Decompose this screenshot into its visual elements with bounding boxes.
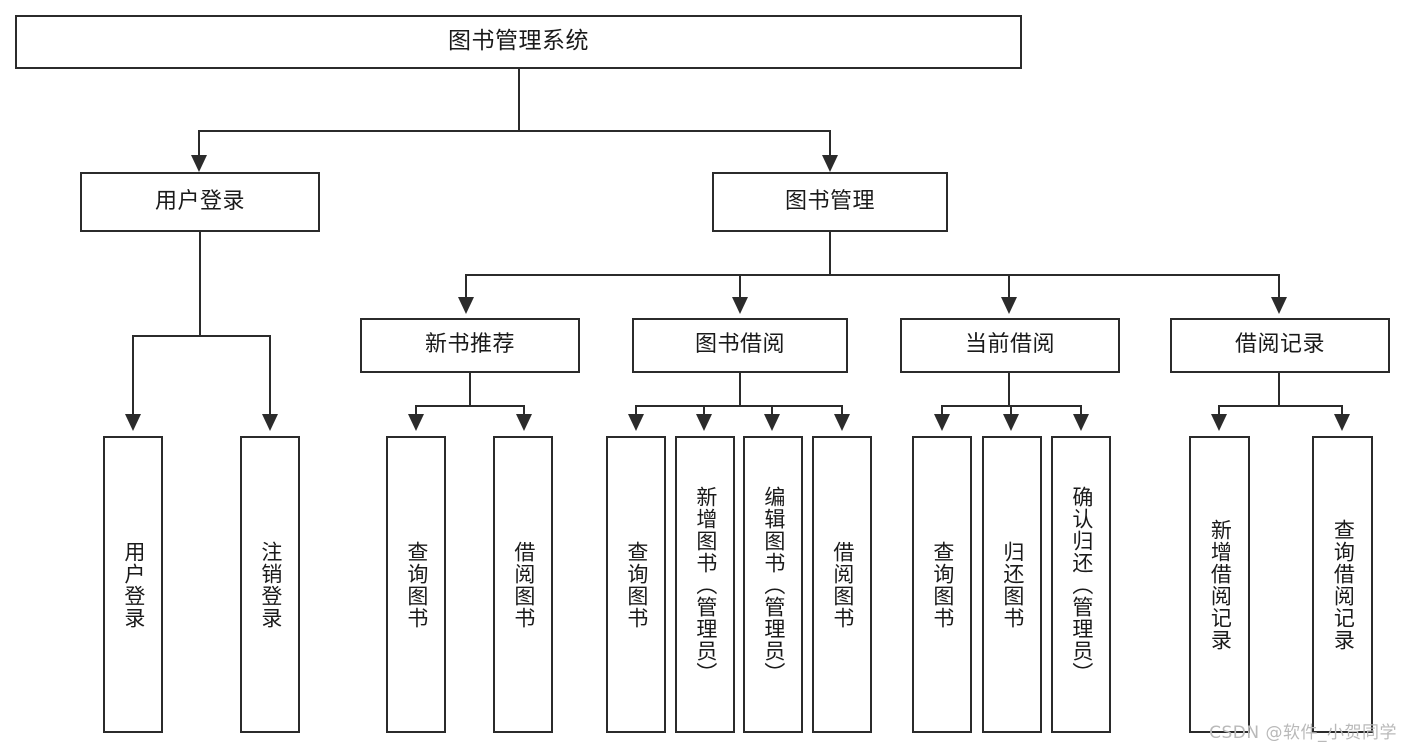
arrowhead-book-borrow-leaf-2 (696, 414, 712, 431)
node-label: 查询借阅记录 (1331, 518, 1356, 651)
node-book-management[interactable]: 图书管理 (712, 172, 948, 232)
arrowhead-book-borrow-leaf-1 (628, 414, 644, 431)
connector-new-book-bus (415, 405, 525, 407)
leaf-new-book-query[interactable]: 查询图书 (386, 436, 446, 733)
arrowhead-borrow-record-leaf-1 (1211, 414, 1227, 431)
connector-root-bus (198, 130, 830, 132)
node-label: 借阅图书 (511, 540, 536, 629)
connector-book-borrow-drop-4 (841, 405, 843, 419)
node-current-borrow[interactable]: 当前借阅 (900, 318, 1120, 373)
arrowhead-level2-borrow-record (1271, 297, 1287, 314)
connector-current-borrow-drop-2 (1010, 405, 1012, 419)
arrowhead-book-borrow-leaf-3 (764, 414, 780, 431)
connector-root-stem (518, 69, 520, 131)
connector-borrow-record-bus (1218, 405, 1343, 407)
connector-user-login-stem (199, 232, 201, 336)
node-label: 借阅记录 (1234, 332, 1325, 358)
leaf-book-borrow-edit[interactable]: 编辑图书（管理员） (743, 436, 803, 733)
arrowhead-user-login-leaf-1 (125, 414, 141, 431)
leaf-borrow-record-add[interactable]: 新增借阅记录 (1189, 436, 1250, 733)
node-label: 图书管理系统 (448, 28, 589, 55)
node-label: 用户登录 (121, 540, 146, 629)
node-root-system[interactable]: 图书管理系统 (15, 15, 1022, 69)
arrowhead-current-borrow-leaf-2 (1003, 414, 1019, 431)
node-label: 借阅图书 (830, 540, 855, 629)
connector-borrow-record-drop-1 (1218, 405, 1220, 419)
connector-root-to-user-login (198, 130, 200, 160)
node-label: 编辑图书（管理员） (761, 485, 786, 684)
leaf-book-borrow-add[interactable]: 新增图书（管理员） (675, 436, 735, 733)
connector-book-borrow-stem (739, 373, 741, 406)
node-label: 新增借阅记录 (1208, 518, 1233, 651)
connector-new-book-stem (469, 373, 471, 406)
connector-user-login-drop-2 (269, 335, 271, 419)
node-label: 新书推荐 (424, 332, 515, 358)
arrowhead-user-login-leaf-2 (262, 414, 278, 431)
node-label: 查询图书 (404, 540, 429, 629)
node-label: 注销登录 (258, 540, 283, 629)
node-label: 图书借阅 (694, 332, 785, 358)
connector-book-manage-stem (829, 232, 831, 275)
arrowhead-level2-new-book (458, 297, 474, 314)
arrowhead-book-borrow-leaf-4 (834, 414, 850, 431)
leaf-book-borrow-query[interactable]: 查询图书 (606, 436, 666, 733)
connector-new-book-drop-1 (415, 405, 417, 419)
connector-borrow-record-drop-2 (1341, 405, 1343, 419)
leaf-current-borrow-confirm-return[interactable]: 确认归还（管理员） (1051, 436, 1111, 733)
connector-borrow-record-stem (1278, 373, 1280, 406)
connector-book-borrow-drop-1 (635, 405, 637, 419)
leaf-borrow-record-query[interactable]: 查询借阅记录 (1312, 436, 1373, 733)
node-user-login[interactable]: 用户登录 (80, 172, 320, 232)
connector-book-borrow-drop-2 (703, 405, 705, 419)
leaf-current-borrow-return[interactable]: 归还图书 (982, 436, 1042, 733)
connector-book-borrow-bus (635, 405, 843, 407)
node-label: 归还图书 (1000, 540, 1025, 629)
connector-book-manage-drop-2 (739, 274, 741, 302)
csdn-watermark: CSDN @软件_小贺同学 (1209, 723, 1397, 743)
arrowhead-root-to-book-manage (822, 155, 838, 172)
node-borrow-record[interactable]: 借阅记录 (1170, 318, 1390, 373)
arrowhead-level2-current-borrow (1001, 297, 1017, 314)
arrowhead-new-book-leaf-1 (408, 414, 424, 431)
connector-current-borrow-drop-1 (941, 405, 943, 419)
connector-user-login-drop-1 (132, 335, 134, 419)
arrowhead-borrow-record-leaf-2 (1334, 414, 1350, 431)
leaf-user-login-logout[interactable]: 注销登录 (240, 436, 300, 733)
node-label: 用户登录 (154, 188, 245, 214)
node-label: 查询图书 (624, 540, 649, 629)
node-label: 图书管理 (784, 188, 875, 214)
leaf-new-book-borrow[interactable]: 借阅图书 (493, 436, 553, 733)
connector-book-manage-drop-4 (1278, 274, 1280, 302)
connector-user-login-bus (132, 335, 271, 337)
leaf-current-borrow-query[interactable]: 查询图书 (912, 436, 972, 733)
arrowhead-level2-book-borrow (732, 297, 748, 314)
connector-book-manage-drop-3 (1008, 274, 1010, 302)
connector-current-borrow-stem (1008, 373, 1010, 406)
arrowhead-new-book-leaf-2 (516, 414, 532, 431)
connector-current-borrow-drop-3 (1080, 405, 1082, 419)
node-book-borrow[interactable]: 图书借阅 (632, 318, 848, 373)
node-label: 确认归还（管理员） (1069, 485, 1094, 684)
node-new-book-recommend[interactable]: 新书推荐 (360, 318, 580, 373)
node-label: 新增图书（管理员） (693, 485, 718, 684)
connector-book-borrow-drop-3 (771, 405, 773, 419)
arrowhead-root-to-user-login (191, 155, 207, 172)
connector-new-book-drop-2 (523, 405, 525, 419)
connector-book-manage-drop-1 (465, 274, 467, 302)
leaf-book-borrow-borrow[interactable]: 借阅图书 (812, 436, 872, 733)
arrowhead-current-borrow-leaf-1 (934, 414, 950, 431)
connector-book-manage-bus (465, 274, 1279, 276)
node-label: 查询图书 (930, 540, 955, 629)
arrowhead-current-borrow-leaf-3 (1073, 414, 1089, 431)
connector-root-to-book-manage (829, 130, 831, 160)
node-label: 当前借阅 (964, 332, 1055, 358)
leaf-user-login-login[interactable]: 用户登录 (103, 436, 163, 733)
